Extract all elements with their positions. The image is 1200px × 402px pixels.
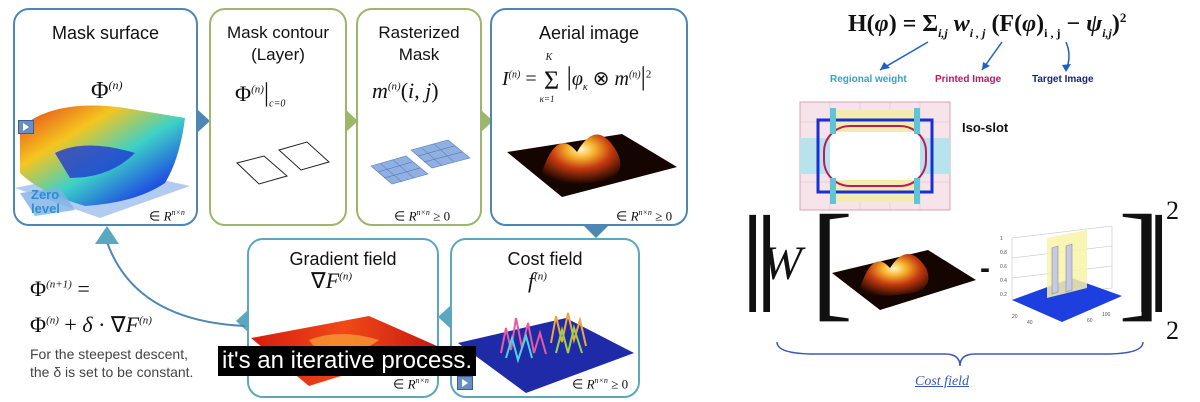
cost-equation: H(φ) = Σi,j wi , j (F(φ)i , j − ψi,j)2 — [848, 10, 1127, 40]
bracket-close: ] — [1118, 189, 1162, 333]
cost-field-domain: ∈ Rn×n ≥ 0 — [572, 376, 629, 392]
cost-field-brace — [776, 341, 1144, 367]
mask-contour-outline — [236, 141, 331, 185]
aerial-image-domain: ∈ Rn×n ≥ 0 — [616, 208, 673, 224]
iso-slot-label: Iso-slot — [962, 120, 1009, 135]
gradient-field-title: Gradient field — [289, 249, 397, 269]
svg-text:0.6: 0.6 — [1000, 264, 1007, 270]
norm-right-bars: ‖ — [1132, 188, 1172, 343]
svg-text:0.8: 0.8 — [1000, 250, 1007, 256]
svg-text:1: 1 — [1000, 236, 1003, 242]
mask-contour-title: Mask contour(Layer) — [226, 23, 330, 64]
update-note-1: For the steepest descent, — [30, 346, 188, 362]
equation-pointer-arrows — [879, 41, 1071, 72]
bracket-open: [ — [810, 189, 854, 333]
cost-field-title: Cost field — [507, 249, 583, 269]
arrow-right-1 — [198, 110, 210, 132]
cost-field-box: Cost field f(n) ∈ Rn×n ≥ 0 — [450, 238, 640, 398]
cost-field-caption: Cost field — [915, 374, 970, 389]
cost-field-formula: f(n) — [528, 268, 547, 293]
mask-contour-box: Mask contour(Layer) Φ(n)|c=0 — [209, 8, 347, 226]
printed-image-label: Printed Image — [935, 74, 1002, 85]
regional-weight-label: Regional weight — [830, 74, 907, 85]
rasterized-mask-grid — [370, 139, 471, 185]
mask-surface-title: Mask surface — [51, 23, 160, 43]
aerial-image-plot — [507, 134, 677, 197]
mask-surface-formula: Φ(n) — [91, 78, 123, 104]
printed-image-plot — [832, 250, 976, 310]
norm-subscript: 2 — [1166, 316, 1179, 345]
mask-surface-box: Mask surface Φ(n) Zero level ∈ Rn×n — [13, 8, 198, 226]
zero-level-label: Zero level — [31, 187, 60, 216]
rasterized-mask-formula: m(n)(i, j) — [372, 78, 439, 103]
minus-sign: - — [980, 252, 990, 285]
play-icon-2[interactable] — [457, 376, 473, 390]
norm-weight-W: W — [762, 237, 802, 290]
norm-exponent: 2 — [1166, 196, 1179, 225]
rasterized-mask-domain: ∈ Rn×n ≥ 0 — [394, 208, 451, 224]
gradient-field-formula: ∇F(n) — [311, 268, 352, 293]
arrow-left-1 — [438, 306, 450, 328]
mask-contour-formula: Φ(n)|c=0 — [235, 78, 286, 110]
video-subtitle: it's an iterative process. — [218, 346, 477, 376]
update-note-2: the δ is set to be constant. — [30, 364, 194, 380]
aerial-image-title: Aerial image — [538, 23, 640, 43]
svg-text:0.4: 0.4 — [1000, 278, 1007, 284]
gradient-field-domain: ∈ Rn×n — [393, 376, 429, 392]
svg-text:60: 60 — [1087, 318, 1093, 324]
iso-slot-drawing — [799, 101, 951, 211]
update-line-1: Φ(n+1) = — [30, 276, 90, 301]
arrow-down — [584, 226, 608, 238]
update-line-2: Φ(n) + δ · ∇F(n) — [30, 312, 152, 337]
target-image-label: Target Image — [1032, 74, 1094, 85]
svg-text:100: 100 — [1102, 312, 1111, 318]
play-icon[interactable] — [18, 120, 34, 134]
svg-text:40: 40 — [1027, 320, 1033, 326]
arrow-right-3 — [481, 110, 493, 132]
arrow-left-2 — [236, 310, 248, 332]
svg-text:20: 20 — [1012, 314, 1018, 320]
target-image-plot: 1 0.8 0.6 0.4 0.2 20 40 60 100 — [1000, 225, 1122, 326]
mask-surface-domain: ∈ Rn×n — [149, 208, 185, 224]
mask-surface-plot — [15, 105, 190, 218]
svg-text:0.2: 0.2 — [1000, 292, 1007, 298]
feedback-arrow — [95, 226, 246, 327]
norm-left-bars: ‖ — [740, 188, 780, 343]
arrow-right-2 — [346, 110, 358, 132]
cost-field-plot — [458, 312, 634, 393]
